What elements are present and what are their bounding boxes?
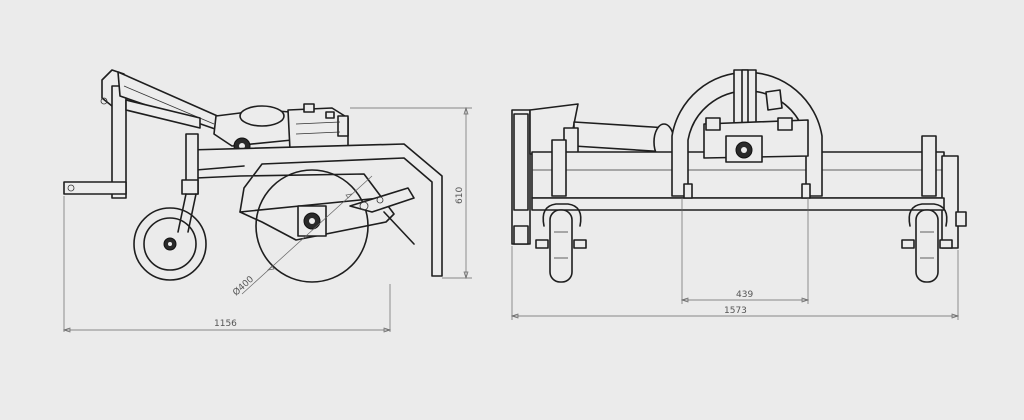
front-view: 439 1573 bbox=[510, 69, 967, 320]
hitch-mast bbox=[63, 69, 127, 199]
front-inner-label: 439 bbox=[736, 290, 753, 300]
brush-roller bbox=[255, 169, 415, 283]
front-housing bbox=[531, 151, 959, 249]
side-view: 1156 610 Ø400 bbox=[62, 69, 472, 333]
top-link-arm bbox=[117, 71, 223, 131]
right-wheel bbox=[901, 203, 967, 283]
brush-hood bbox=[185, 133, 443, 277]
side-length-label: 1156 bbox=[214, 319, 237, 329]
side-brackets bbox=[551, 135, 937, 197]
left-end-plate bbox=[511, 103, 579, 245]
side-height-label: 610 bbox=[455, 187, 465, 204]
hitch-arch bbox=[671, 69, 823, 199]
front-dimensions bbox=[510, 198, 960, 320]
side-dimensions bbox=[62, 106, 472, 333]
support-wheel bbox=[133, 179, 207, 281]
front-total-label: 1573 bbox=[724, 306, 747, 316]
drive-assembly bbox=[213, 103, 349, 155]
left-wheel bbox=[535, 203, 587, 283]
brush-diameter-label: Ø400 bbox=[231, 274, 257, 299]
